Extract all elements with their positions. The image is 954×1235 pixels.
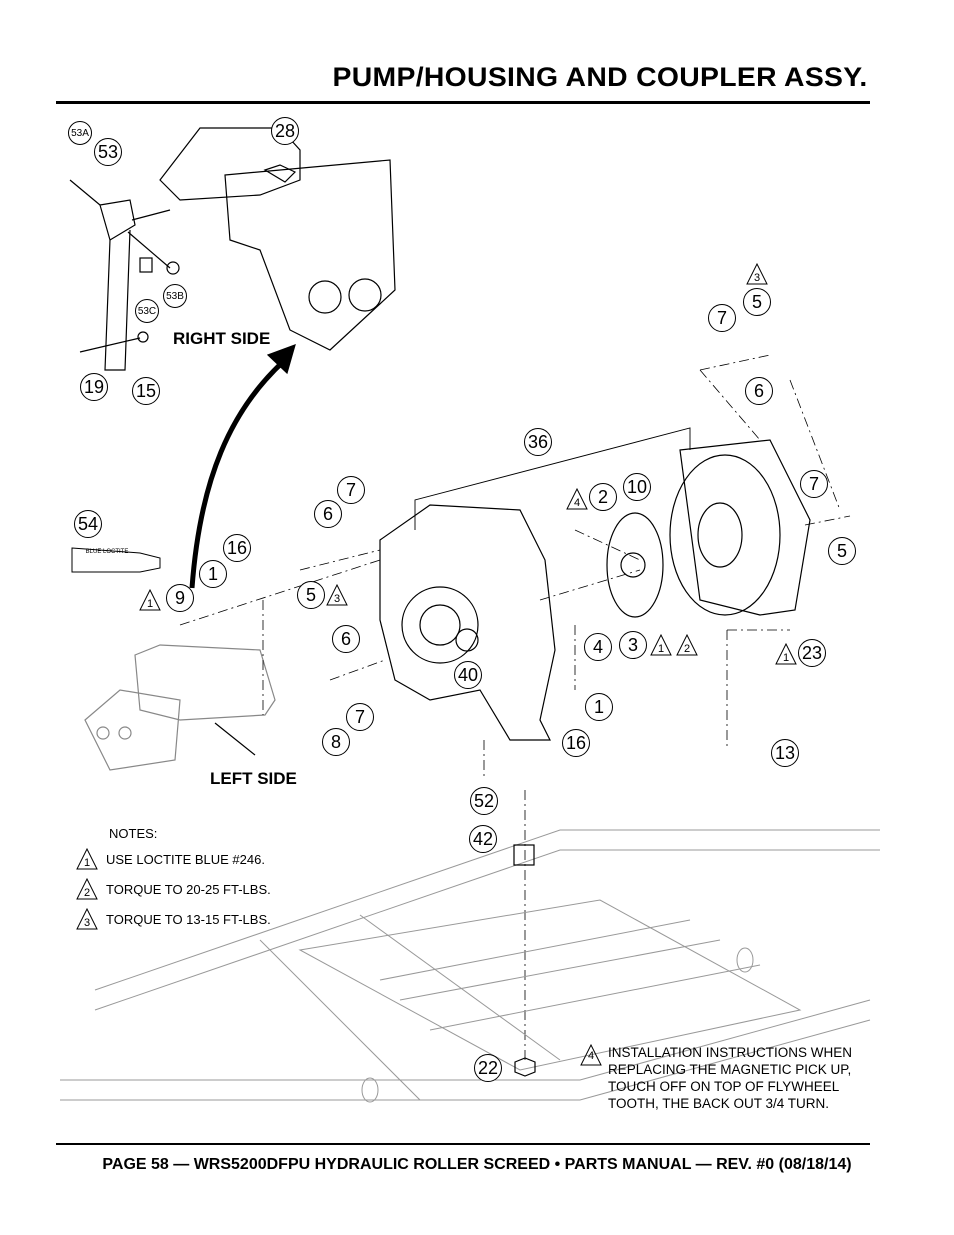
callout-6: 6 (332, 625, 360, 653)
callout-22: 22 (474, 1054, 502, 1082)
callout-7: 7 (708, 304, 736, 332)
callout-16: 16 (223, 534, 251, 562)
triangle-icon (76, 908, 98, 930)
triangle-icon (566, 488, 588, 510)
callout-36-bracket (414, 427, 691, 530)
callout-53c: 53C (135, 299, 159, 323)
note-text: USE LOCTITE BLUE #246. (106, 851, 265, 867)
note-flag-1: 1 (650, 634, 672, 656)
hydraulic-pump-right (159, 127, 396, 351)
header-rule (56, 101, 870, 104)
flag-number: 1 (146, 598, 154, 610)
triangle-icon (676, 634, 698, 656)
lever-bracket (69, 179, 180, 371)
note-flag-3: 3 (746, 263, 768, 285)
flag-number: 4 (587, 1050, 595, 1062)
triangle-icon (326, 584, 348, 606)
triangle-icon (76, 848, 98, 870)
callout-5: 5 (743, 288, 771, 316)
page-title: PUMP/HOUSING AND COUPLER ASSY. (332, 62, 868, 92)
note-flag-1: 1 (775, 643, 797, 665)
flag-number: 1 (657, 643, 665, 655)
callout-7: 7 (346, 703, 374, 731)
note-flag-3: 3 (326, 584, 348, 606)
callout-3: 3 (619, 631, 647, 659)
note-flag-2: 2 (76, 878, 98, 900)
isolator-mount (513, 844, 535, 866)
callout-6: 6 (314, 500, 342, 528)
callout-5: 5 (297, 581, 325, 609)
callout-19: 19 (80, 373, 108, 401)
loctite-tube-label: BLUE LOCTITE (85, 549, 129, 555)
flag-number: 4 (573, 497, 581, 509)
triangle-icon (580, 1044, 602, 1066)
triangle-icon (650, 634, 672, 656)
installation-instructions: 4 INSTALLATION INSTRUCTIONS WHEN REPLACI… (580, 1044, 858, 1112)
callout-2: 2 (589, 483, 617, 511)
callout-1: 1 (199, 560, 227, 588)
instruction-text: INSTALLATION INSTRUCTIONS WHEN REPLACING… (608, 1045, 853, 1111)
flag-number: 3 (333, 593, 341, 605)
flag-number: 2 (683, 643, 691, 655)
flag-number: 1 (782, 652, 790, 664)
callout-52: 52 (470, 787, 498, 815)
left-side-label: LEFT SIDE (210, 769, 297, 788)
callout-36: 36 (524, 428, 552, 456)
triangle-icon (139, 589, 161, 611)
coupler-plate (606, 512, 664, 618)
callout-54: 54 (74, 510, 102, 538)
callout-10: 10 (623, 473, 651, 501)
callout-8: 8 (322, 728, 350, 756)
note-item: 3 TORQUE TO 13-15 FT-LBS. (76, 904, 271, 934)
callout-53: 53 (94, 138, 122, 166)
note-text: TORQUE TO 13-15 FT-LBS. (106, 911, 271, 927)
notes-heading: NOTES: (109, 826, 158, 841)
triangle-icon (76, 878, 98, 900)
flag-number: 2 (83, 887, 91, 899)
callout-5: 5 (828, 537, 856, 565)
callout-9: 9 (166, 584, 194, 612)
note-item: 2 TORQUE TO 20-25 FT-LBS. (76, 874, 271, 904)
triangle-icon (775, 643, 797, 665)
screed-frame (60, 829, 880, 1103)
flag-number: 3 (83, 917, 91, 929)
note-text: TORQUE TO 20-25 FT-LBS. (106, 881, 271, 897)
note-flag-1: 1 (76, 848, 98, 870)
page-footer: PAGE 58 — WRS5200DFPU HYDRAULIC ROLLER S… (102, 1156, 852, 1173)
note-flag-2: 2 (676, 634, 698, 656)
note-flag-1: 1 (139, 589, 161, 611)
flange-nut (514, 1057, 536, 1077)
footer-rule (56, 1143, 870, 1145)
triangle-icon (746, 263, 768, 285)
note-item: 1 USE LOCTITE BLUE #246. (76, 844, 271, 874)
callout-23: 23 (798, 639, 826, 667)
callout-16: 16 (562, 729, 590, 757)
flywheel (669, 439, 811, 616)
callout-13: 13 (771, 739, 799, 767)
callout-1: 1 (585, 693, 613, 721)
callout-42: 42 (469, 825, 497, 853)
callout-6: 6 (745, 377, 773, 405)
right-side-label: RIGHT SIDE (173, 329, 271, 348)
callout-53a: 53A (68, 121, 92, 145)
callout-53b: 53B (163, 284, 187, 308)
callout-15: 15 (132, 377, 160, 405)
arrow-head (266, 344, 296, 375)
note-flag-4: 4 (566, 488, 588, 510)
callout-7: 7 (337, 476, 365, 504)
assembly-centerlines (179, 354, 851, 1060)
callout-28: 28 (271, 117, 299, 145)
flag-number: 3 (753, 272, 761, 284)
flag-number: 1 (83, 857, 91, 869)
callout-40: 40 (454, 661, 482, 689)
hydraulic-pump-left (84, 644, 276, 771)
note-flag-3: 3 (76, 908, 98, 930)
loctite-tube (71, 547, 161, 573)
direction-arrow (189, 358, 287, 589)
callout-4: 4 (584, 633, 612, 661)
flywheel-housing (379, 504, 556, 741)
callout-7: 7 (800, 470, 828, 498)
note-flag-4: 4 (580, 1044, 602, 1066)
notes-block: NOTES: 1 USE LOCTITE BLUE #246. 2 TORQUE… (76, 826, 271, 934)
